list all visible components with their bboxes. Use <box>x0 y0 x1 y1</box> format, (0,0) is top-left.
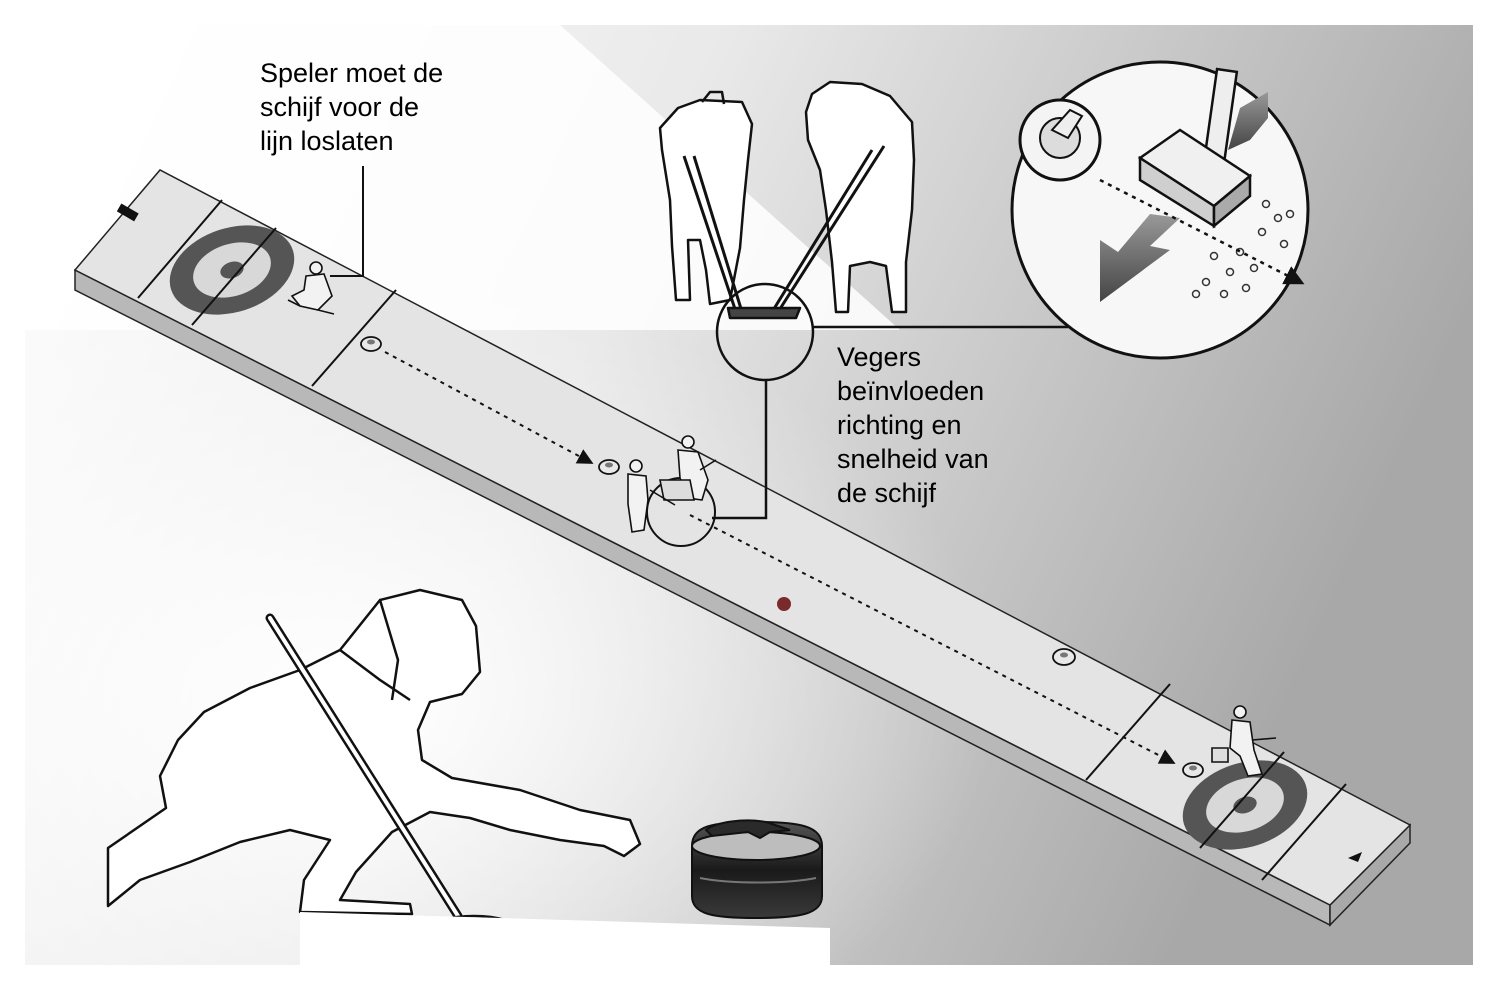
sweepers-note-line-3: richting en <box>837 410 962 440</box>
zoom-stone <box>1018 98 1102 182</box>
sweepers-note-line-5: de schijf <box>837 478 937 508</box>
sheet-top <box>73 169 1412 906</box>
stone-path-arrow-1 <box>384 351 594 464</box>
house-far <box>169 225 295 315</box>
zoom-dashed-arrow <box>1099 178 1305 285</box>
release-label-leader <box>330 166 364 277</box>
sweepers-note-line-4: snelheid van <box>837 444 989 474</box>
zoom-arrow-down <box>1100 214 1180 302</box>
connector-sweep-to-zoom <box>712 380 768 520</box>
curling-sheet <box>73 169 1412 927</box>
stone-on-sheet-4 <box>1182 762 1204 778</box>
sweep-zoom-circle <box>715 282 815 382</box>
center-marker <box>777 597 791 611</box>
release-note-line-2: schijf voor de <box>260 92 420 122</box>
curling-stone-large <box>691 819 823 920</box>
back-line-far <box>137 199 223 299</box>
release-note-line-3: lijn loslaten <box>260 126 394 156</box>
stone-on-sheet-3 <box>1052 648 1076 666</box>
hog-line-far <box>311 289 397 387</box>
hack-near <box>1348 852 1362 862</box>
sweep-detail-zoom <box>1010 60 1310 360</box>
release-line-note: Speler moet de schijf voor de lijn losla… <box>260 56 443 158</box>
player-figure-near-house <box>1211 705 1277 777</box>
back-line-near <box>1261 783 1347 881</box>
foreground-floor <box>300 912 830 965</box>
sweepers-large-illustration <box>658 80 916 382</box>
zoom-broom <box>1137 67 1253 229</box>
release-note-line-1: Speler moet de <box>260 58 444 88</box>
sweepers-note: Vegers beïnvloeden richting en snelheid … <box>837 340 989 510</box>
sweeper-figures-center <box>627 435 717 547</box>
zoom-arrow-up <box>1228 92 1268 150</box>
stone-on-sheet-1 <box>360 336 382 352</box>
player-figure-far-house <box>287 261 335 315</box>
hog-line-near <box>1085 683 1171 781</box>
sweepers-note-line-1: Vegers <box>837 342 922 372</box>
tee-line-near <box>1199 751 1285 849</box>
sweepers-note-line-2: beïnvloeden <box>837 376 985 406</box>
stone-path-arrow-2 <box>689 514 1176 764</box>
tee-line-far <box>191 227 277 326</box>
zoom-ice-particles <box>1191 199 1295 299</box>
thrower-figure <box>106 588 642 916</box>
stone-on-sheet-2 <box>598 459 620 475</box>
hack-far <box>116 203 139 222</box>
